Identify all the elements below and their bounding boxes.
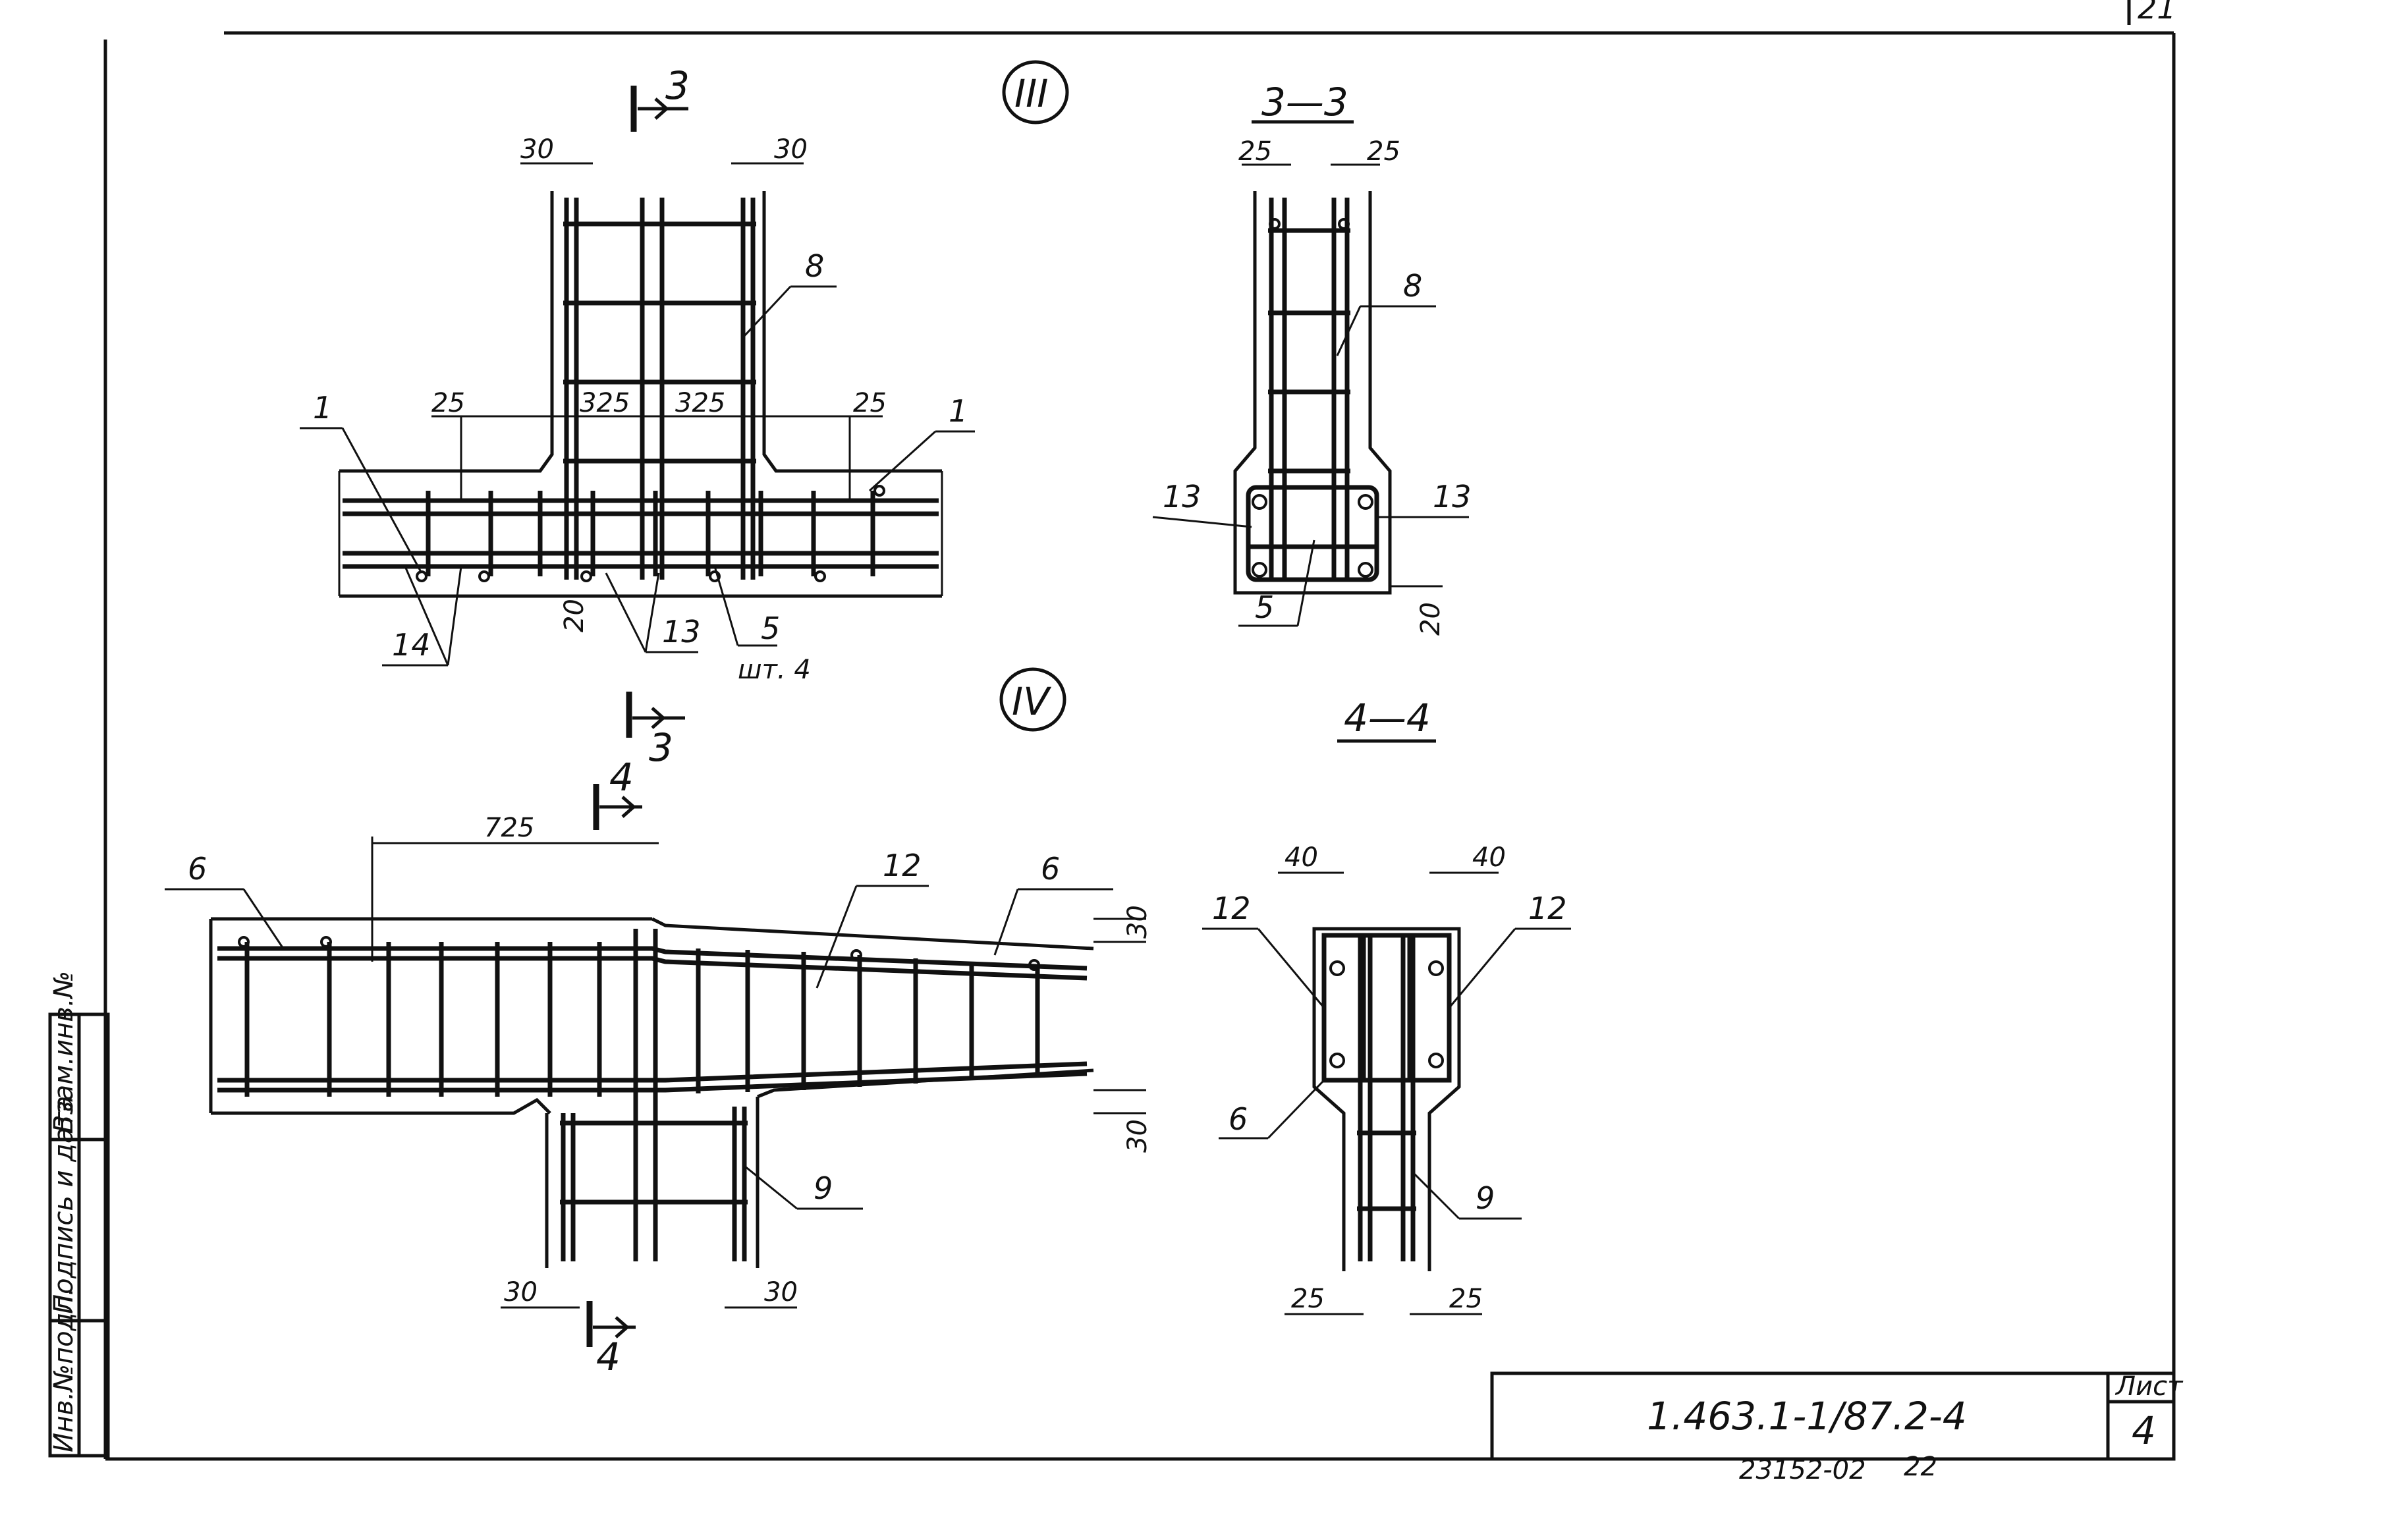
dim-30-iv-right: 30 <box>1122 1119 1153 1153</box>
drawing-frame: 21 <box>103 0 2176 1461</box>
dim-20-s33: 20 <box>1416 602 1446 636</box>
title-block: 1.463.1-1/87.2-4 Лист 4 <box>1490 1371 2184 1461</box>
sheet-label: Лист <box>2115 1371 2184 1402</box>
dim-30-right: 30 <box>774 134 808 165</box>
dim-25-s33-left: 25 <box>1238 136 1272 167</box>
callout-6-iv-right: 6 <box>1041 851 1060 887</box>
doc-code: 1.463.1-1/87.2-4 <box>1647 1394 1967 1439</box>
beam-stirrups-iv <box>244 942 1040 1097</box>
callout-12-s44-right: 12 <box>1528 891 1567 926</box>
callout-8-s33: 8 <box>1403 268 1422 304</box>
dim-30-iv-top: 30 <box>1122 905 1153 939</box>
callout-14: 14 <box>392 627 431 663</box>
view-label-iii: III <box>1014 71 1048 116</box>
callout-12-s44-left: 12 <box>1212 891 1251 926</box>
dim-30-iv-bottom-right: 30 <box>764 1277 798 1307</box>
section-mark-4-bottom: 4 <box>596 1334 621 1379</box>
stamp-replace-inv: Взам.инв.№ <box>49 971 79 1133</box>
callout-qty: шт. 4 <box>738 655 811 685</box>
dim-25-s44-right: 25 <box>1449 1284 1483 1314</box>
section-mark-3-top: 3 <box>665 63 690 108</box>
stamp-inv-no: Инв.№подл. <box>49 1287 79 1452</box>
stamp-sign-date: Подпись и дата <box>49 1096 79 1314</box>
callout-6-iv-left: 6 <box>188 851 207 887</box>
sheet-number: 4 <box>2132 1408 2156 1453</box>
view-bubble-iii <box>1002 60 1069 124</box>
callout-12-iv: 12 <box>883 848 922 883</box>
callout-13-iii: 13 <box>662 614 701 649</box>
callout-1-left: 1 <box>313 390 332 426</box>
side-stamp: Инв.№подл. Подпись и дата Взам.инв.№ <box>48 971 110 1458</box>
section-mark-4-top: 4 <box>609 755 634 800</box>
dim-40-left: 40 <box>1285 842 1318 873</box>
dim-25-s33-right: 25 <box>1367 136 1400 167</box>
section-3-3: 3—3 25 25 20 8 13 13 5 <box>1152 80 1472 636</box>
dim-30-iv-bottom-left: 30 <box>504 1277 538 1307</box>
beam-stirrups-iii <box>426 491 875 576</box>
section-4-4: 4—4 40 40 25 25 12 12 6 9 <box>1202 696 1571 1315</box>
view-label-iv: IV <box>1012 679 1052 724</box>
section-title-4-4: 4—4 <box>1344 696 1431 740</box>
dim-25-right: 25 <box>853 388 887 418</box>
callout-6-s44: 6 <box>1229 1101 1248 1137</box>
callout-8-iii: 8 <box>805 248 824 284</box>
node-iii: III 3 3 <box>300 60 1069 770</box>
section-mark-3-bottom: 3 <box>649 725 673 770</box>
view-bubble-iv <box>999 667 1066 732</box>
footer-code: 23152-02 <box>1739 1455 1866 1485</box>
dim-20: 20 <box>559 599 590 632</box>
dim-325-left: 325 <box>580 388 630 418</box>
dim-40-right: 40 <box>1472 842 1506 873</box>
callout-5-iii: 5 <box>761 611 780 646</box>
dim-30-left: 30 <box>520 134 554 165</box>
dim-25-s44-left: 25 <box>1291 1284 1325 1314</box>
node-iv: IV 4 4 <box>165 667 1153 1379</box>
callout-1-right: 1 <box>949 393 968 429</box>
sheet-number-top: 21 <box>2138 0 2176 26</box>
callout-5-s33: 5 <box>1255 590 1274 625</box>
dim-325-right: 325 <box>675 388 725 418</box>
section-title-3-3: 3—3 <box>1261 80 1348 124</box>
dim-725: 725 <box>484 813 534 843</box>
callout-9-iv: 9 <box>814 1170 833 1206</box>
callout-13-s33-right: 13 <box>1433 479 1472 514</box>
footer-page: 22 <box>1904 1452 1937 1482</box>
callout-13-s33-left: 13 <box>1163 479 1202 514</box>
dim-25-left: 25 <box>431 388 465 418</box>
callout-9-s44: 9 <box>1476 1180 1495 1216</box>
